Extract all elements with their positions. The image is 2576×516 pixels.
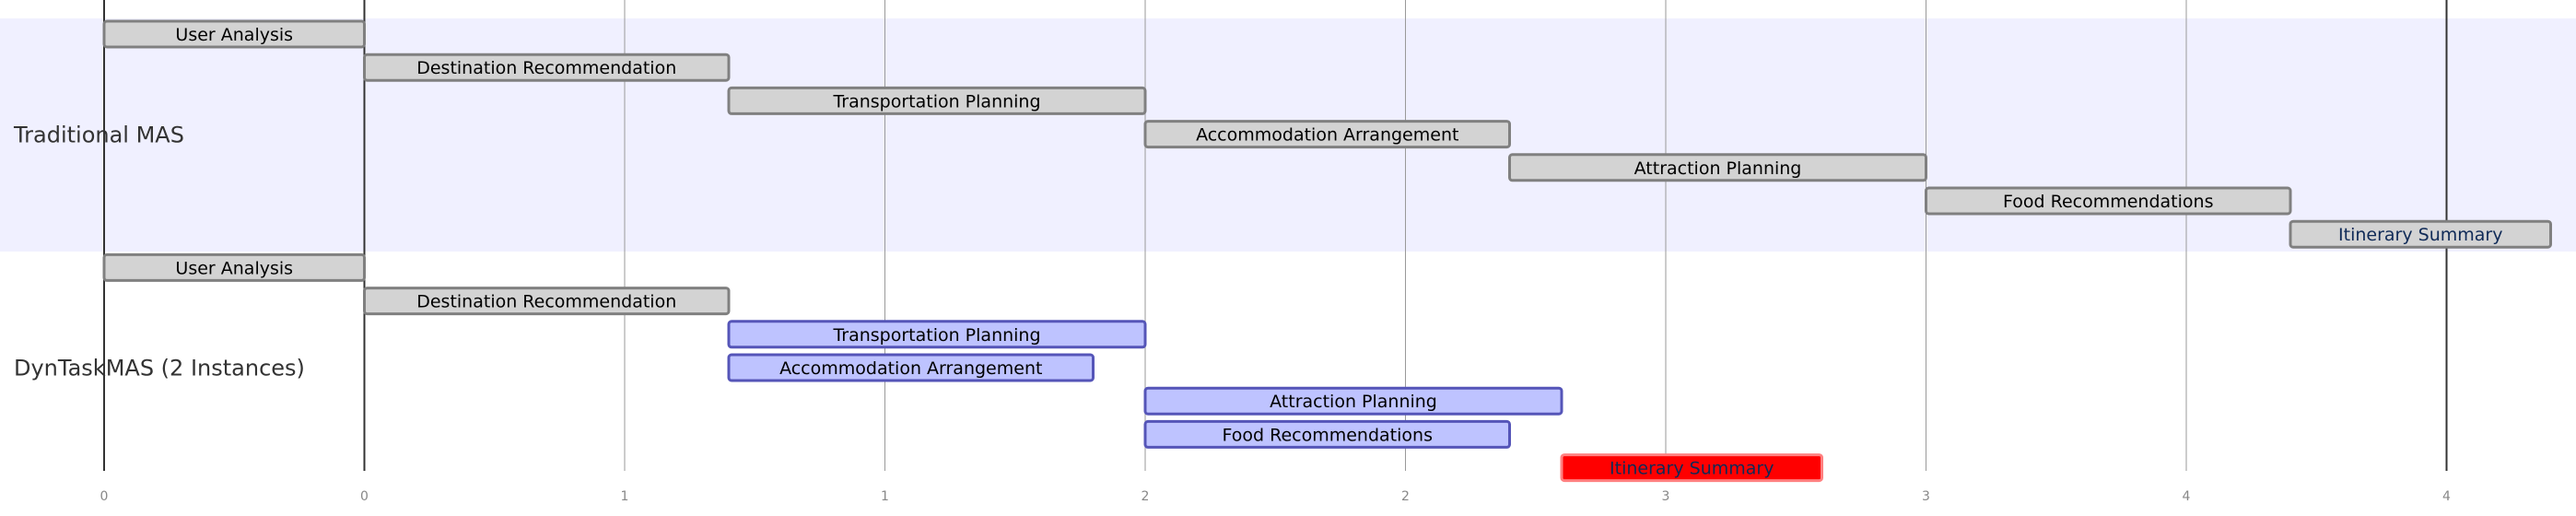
task-label: User Analysis [175,25,293,45]
section-labels: Traditional MAS DynTaskMAS (2 Instances) [13,123,305,381]
task-bar [1143,386,1563,416]
task-bar [363,53,731,82]
task-bar [1143,419,1511,449]
x-tick-label: 2 [1142,489,1150,504]
task-label: Attraction Planning [1634,158,1802,179]
task-bar [1560,453,1823,483]
task-bar [727,320,1147,349]
task-label: Itinerary Summary [2338,225,2502,245]
task-bar [1143,120,1511,149]
x-tick-label: 4 [2442,489,2451,504]
task-bar [102,252,366,282]
section-label: DynTaskMAS (2 Instances) [14,356,305,381]
task-label: Destination Recommendation [416,58,676,78]
task-label: User Analysis [175,258,293,278]
grid-lines [103,0,2448,471]
task-bar [727,86,1147,115]
task-label: Transportation Planning [832,325,1040,346]
task-bar [102,19,366,49]
task-label: Attraction Planning [1270,392,1437,412]
x-tick-label: 4 [2183,489,2191,504]
x-tick-label: 2 [1401,489,1410,504]
task-bar [1925,186,2292,216]
section-band [0,252,2576,485]
task-bar [1508,153,1927,182]
section-label: Traditional MAS [13,123,184,148]
task-label: Accommodation Arrangement [1196,125,1458,146]
x-tick-label: 0 [100,489,109,504]
x-tick-label: 3 [1922,489,1930,504]
x-axis-ticks: 0 0 1 1 2 2 3 3 4 4 [100,489,2452,504]
task-label: Food Recommendations [2003,192,2213,212]
task-label: Itinerary Summary [1610,459,1774,479]
task-label: Accommodation Arrangement [779,358,1042,379]
x-tick-label: 0 [360,489,369,504]
task-label: Destination Recommendation [416,292,676,312]
task-label: Transportation Planning [832,91,1040,111]
x-tick-label: 3 [1662,489,1670,504]
x-tick-label: 1 [881,489,889,504]
task-bar [2289,219,2552,249]
task-bar [363,287,731,316]
task-bar [727,353,1095,382]
task-label: Food Recommendations [1223,425,1433,445]
x-tick-label: 1 [621,489,629,504]
